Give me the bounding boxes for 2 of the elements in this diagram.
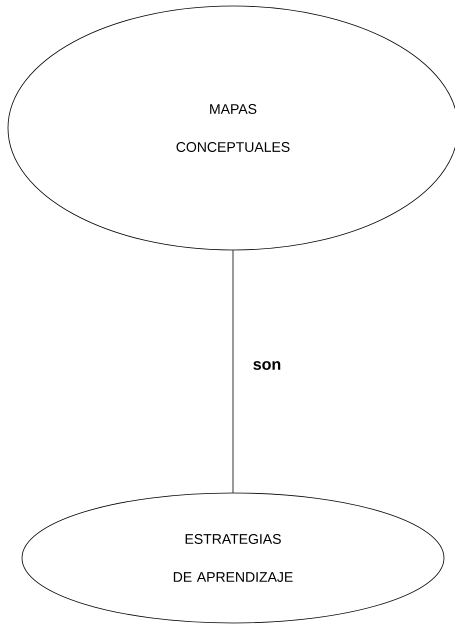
- edge-label: son: [253, 361, 280, 370]
- connector-line: [232, 250, 234, 493]
